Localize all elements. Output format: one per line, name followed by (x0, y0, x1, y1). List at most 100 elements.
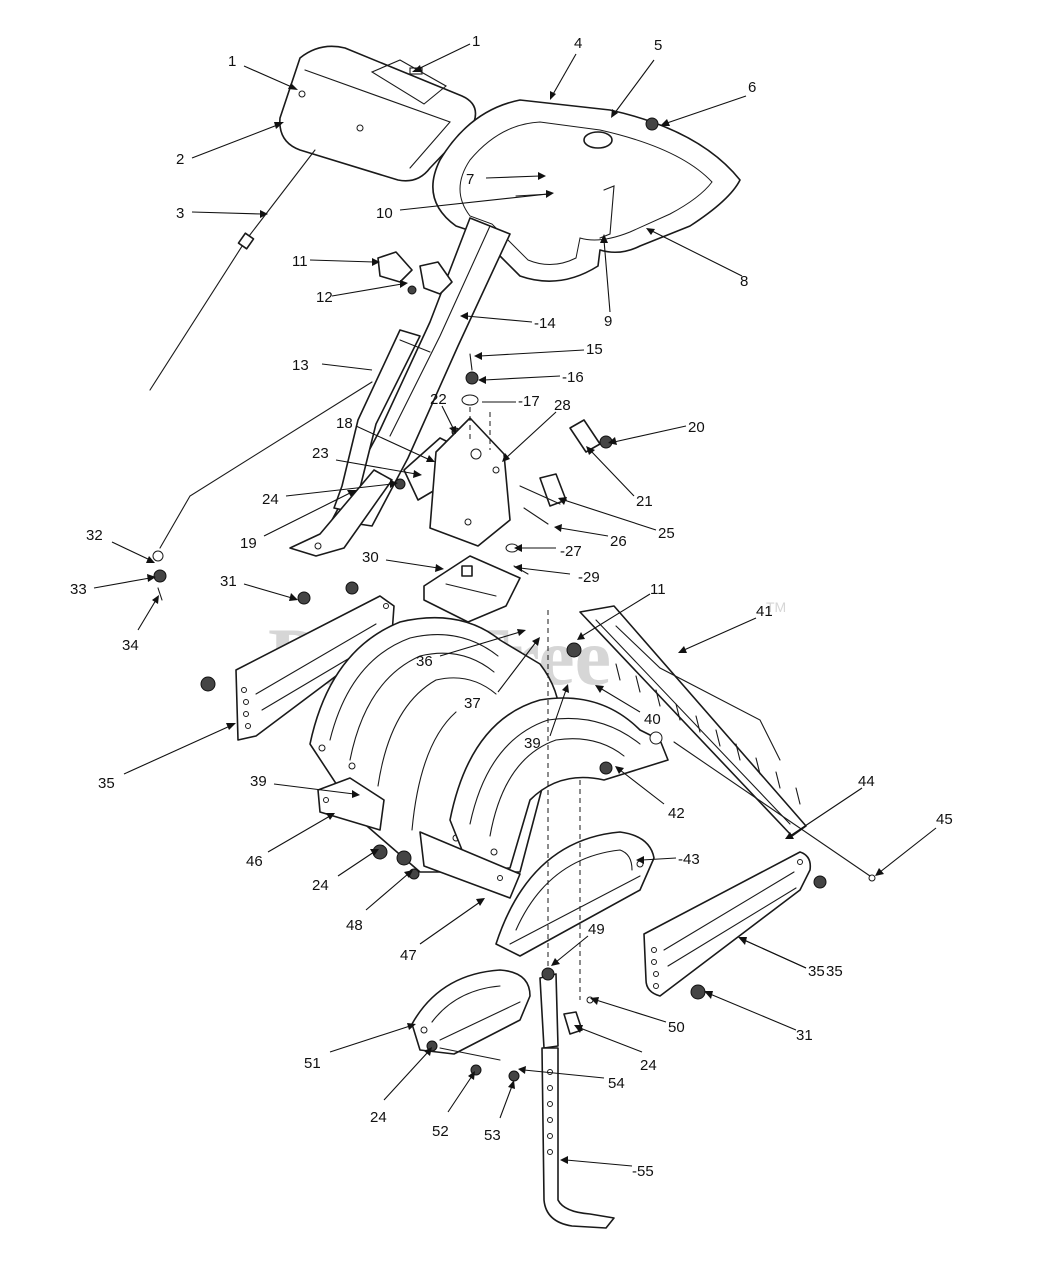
callout: 33 (70, 574, 156, 598)
callout: 39 (250, 773, 360, 798)
console-cover (279, 45, 477, 182)
svg-text:32: 32 (86, 527, 103, 544)
svg-text:24: 24 (262, 491, 279, 508)
svg-text:12: 12 (316, 289, 333, 306)
svg-text:4: 4 (574, 35, 582, 52)
svg-text:-29: -29 (578, 569, 600, 586)
svg-text:-16: -16 (562, 369, 584, 386)
depth-support-arc (495, 831, 655, 957)
svg-text:52: 52 (432, 1123, 449, 1140)
mount-plate (429, 398, 511, 547)
callout: 24 (574, 1025, 657, 1074)
callout: 26 (554, 524, 627, 550)
svg-text:18: 18 (336, 415, 353, 432)
callout: 24 (262, 480, 398, 508)
callout: 12 (316, 280, 408, 306)
svg-text:-17: -17 (518, 393, 540, 410)
callout: 21 (586, 446, 653, 510)
hinge-block (423, 555, 529, 623)
callout: 19 (240, 490, 357, 552)
callout: -14 (460, 312, 556, 332)
svg-text:35: 35 (826, 963, 843, 980)
tine-guard (566, 605, 807, 837)
callout: 18 (336, 415, 435, 462)
callout: -43 (636, 851, 700, 868)
svg-text:11: 11 (292, 253, 308, 270)
callout: 35 (743, 939, 843, 980)
svg-text:39: 39 (250, 773, 267, 790)
callout: 31 (704, 991, 813, 1044)
svg-text:2: 2 (176, 151, 184, 168)
bolt-stack (461, 353, 479, 406)
svg-text:-27: -27 (560, 543, 582, 560)
callout: 20 (608, 419, 705, 445)
callout: 6 (660, 79, 756, 126)
svg-text:37: 37 (464, 695, 481, 712)
svg-text:-43: -43 (678, 851, 700, 868)
svg-text:49: 49 (588, 921, 605, 938)
svg-text:1: 1 (228, 53, 236, 70)
svg-text:35: 35 (98, 775, 115, 792)
svg-text:22: 22 (430, 391, 447, 408)
svg-text:3: 3 (176, 205, 184, 222)
pivot-hardware (505, 419, 613, 553)
callout: 24 (370, 1047, 432, 1126)
svg-text:39: 39 (524, 735, 541, 752)
callout: 34 (122, 595, 159, 654)
svg-text:31: 31 (220, 573, 237, 590)
callout: 23 (312, 445, 422, 478)
svg-text:5: 5 (654, 37, 662, 54)
svg-text:53: 53 (484, 1127, 501, 1144)
callout: 9 (600, 234, 612, 330)
callout: 52 (432, 1071, 475, 1140)
svg-text:48: 48 (346, 917, 363, 934)
svg-text:30: 30 (362, 549, 379, 566)
handle-grip (377, 251, 453, 295)
svg-text:11: 11 (650, 581, 666, 598)
lower-handle-bracket (289, 469, 393, 557)
svg-text:25: 25 (658, 525, 675, 542)
svg-text:51: 51 (304, 1055, 321, 1072)
callout: 51 (304, 1023, 416, 1072)
callout: 46 (246, 813, 335, 870)
svg-text:15: 15 (586, 341, 603, 358)
svg-text:8: 8 (740, 273, 748, 290)
callout: 30 (362, 549, 444, 572)
svg-text:6: 6 (748, 79, 756, 96)
callout: 53 (484, 1080, 515, 1144)
svg-text:9: 9 (604, 313, 612, 330)
callout: 4 (550, 35, 582, 100)
svg-text:26: 26 (610, 533, 627, 550)
callout: 44 (785, 773, 875, 839)
callout: 32 (86, 527, 155, 563)
callout: 5 (611, 37, 662, 118)
svg-text:36: 36 (416, 653, 433, 670)
callout: 10 (376, 190, 554, 222)
svg-text:31: 31 (796, 1027, 813, 1044)
right-side-shield (643, 851, 827, 1000)
callout: 40 (595, 685, 661, 728)
svg-text:-55: -55 (632, 1163, 654, 1180)
callout: 15 (474, 341, 603, 360)
svg-text:44: 44 (858, 773, 875, 790)
callout: 7 (466, 171, 546, 188)
callout: 3 (176, 205, 268, 222)
watermark-tm: TM (766, 599, 786, 615)
callout: 31 (220, 573, 298, 601)
svg-text:7: 7 (466, 171, 474, 188)
callout: -29 (514, 564, 600, 586)
callout: 25 (558, 497, 675, 542)
svg-text:13: 13 (292, 357, 309, 374)
svg-text:40: 40 (644, 711, 661, 728)
svg-text:28: 28 (554, 397, 571, 414)
callout: 1 (412, 33, 480, 72)
callout: 28 (502, 397, 571, 462)
svg-text:24: 24 (312, 877, 329, 894)
callout: -16 (478, 369, 584, 386)
callout: 41 (678, 603, 773, 653)
svg-text:42: 42 (668, 805, 685, 822)
cable-end (152, 550, 167, 601)
callout: 37 (464, 637, 540, 712)
callout: -27 (514, 543, 582, 560)
